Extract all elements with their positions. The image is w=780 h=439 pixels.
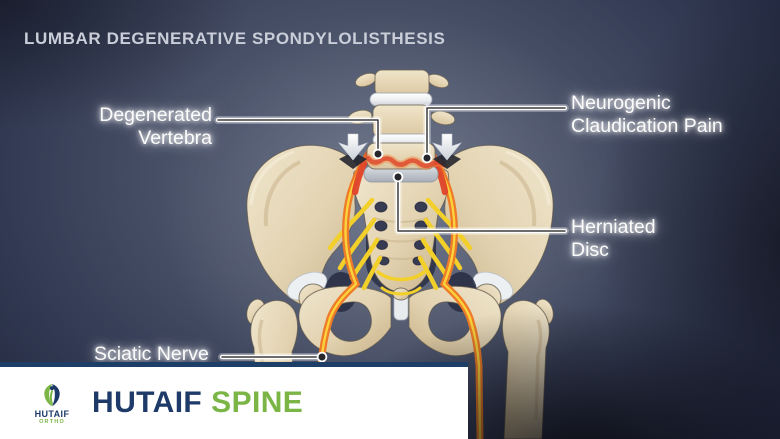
brand-secondary: SPINE [211,386,304,419]
page-title: LUMBAR DEGENERATIVE SPONDYLOLISTHESIS [24,29,446,48]
hutaif-logo: HUTAIF ORTHO [26,382,78,425]
hutaif-logo-icon [44,383,60,406]
label-line: Disc [571,239,609,261]
logo-text: HUTAIF [34,408,70,419]
label-line: Vertebra [138,127,212,149]
label-degenerated-vertebra: Degenerated Vertebra [56,104,212,150]
label-line: Herniated [571,216,656,238]
label-line: Claudication Pain [571,115,723,137]
brand-primary: HUTAIF [92,386,203,419]
label-herniated-disc: Herniated Disc [571,216,656,262]
label-line: Degenerated [99,104,212,126]
label-line: Neurogenic [571,92,671,114]
logo-subtext: ORTHO [39,418,65,425]
label-neurogenic-claudication-pain: Neurogenic Claudication Pain [571,92,723,138]
